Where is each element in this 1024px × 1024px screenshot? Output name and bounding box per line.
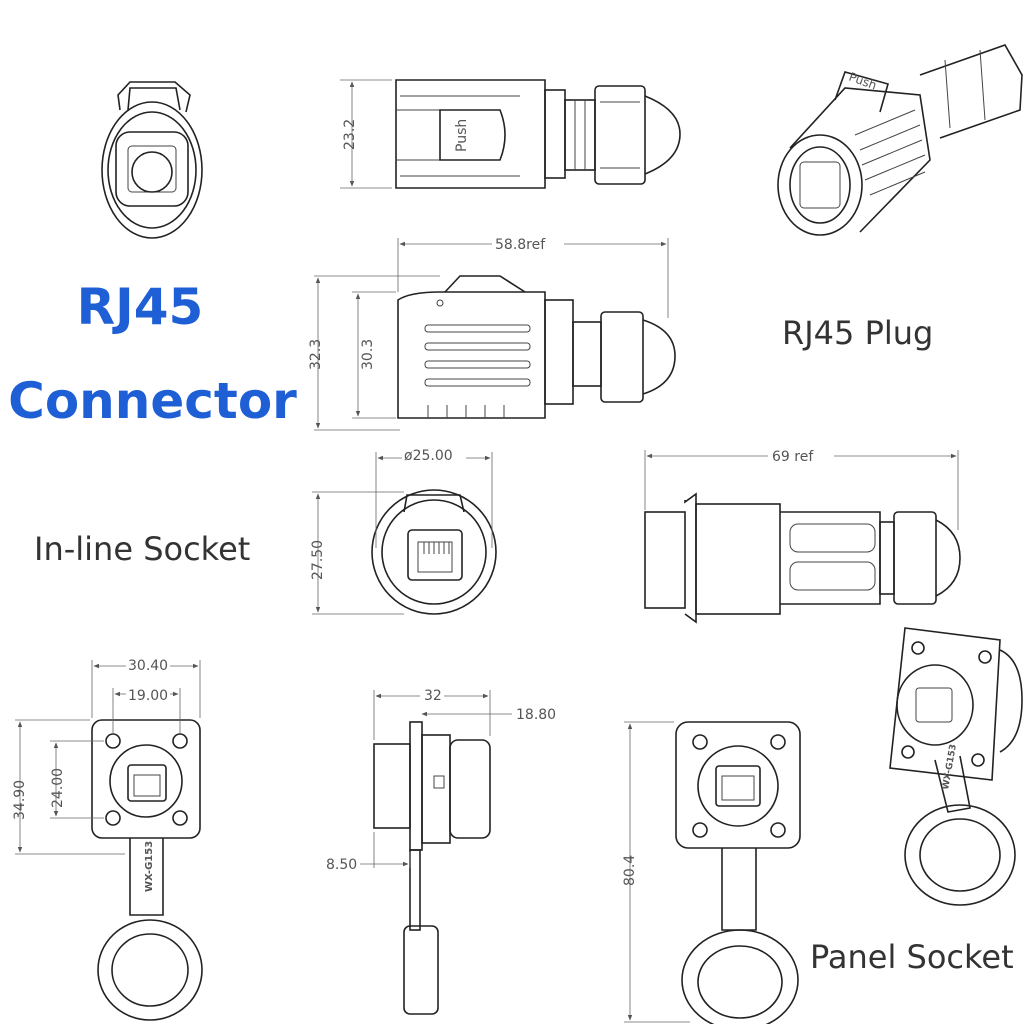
dim-panel-height: 34.90 — [12, 780, 28, 820]
caption-inline-socket: In-line Socket — [34, 530, 251, 568]
dim-panel-total-length: 80.4 — [622, 855, 638, 886]
dim-panel-hole-spacing-y: 24.00 — [50, 768, 66, 808]
caption-rj45-plug: RJ45 Plug — [782, 314, 934, 352]
panel-socket-side-view: 32 18.80 8.50 — [326, 686, 556, 1015]
model-label-front: WX-G153 — [144, 841, 155, 892]
plug-3d-view: Push — [777, 44, 1023, 236]
dim-panel-side-flange: 8.50 — [326, 857, 357, 873]
dim-plug-inner-height: 30.3 — [360, 339, 376, 370]
dim-plug-top-height: 23.2 — [342, 119, 358, 150]
title-line-2: Connector — [8, 372, 297, 430]
dim-panel-side-body: 18.80 — [516, 707, 556, 723]
plug-front-view — [101, 81, 203, 239]
panel-socket-front-large-view: 80.4 — [622, 721, 801, 1024]
dim-panel-side-length: 32 — [424, 688, 442, 704]
dim-inline-diameter: ø25.00 — [404, 448, 453, 464]
panel-socket-front-view: WX-G153 30.40 19.00 34.90 24.00 — [12, 656, 203, 1021]
caption-panel-socket: Panel Socket — [810, 938, 1014, 976]
title-line-1: RJ45 — [76, 278, 204, 336]
inline-socket-front-view: ø25.00 27.50 — [310, 446, 497, 615]
plug-top-view: Push 23.2 — [340, 79, 681, 189]
dim-inline-length: 69 ref — [772, 449, 814, 465]
dim-panel-width: 30.40 — [128, 658, 168, 674]
plug-side-view: 58.8ref 32.3 30.3 — [308, 234, 676, 431]
model-label-3d: WX-G153 — [941, 743, 959, 790]
panel-socket-3d-view: WX-G153 — [889, 627, 1023, 906]
dim-inline-height: 27.50 — [310, 540, 326, 580]
push-label-top: Push — [454, 119, 470, 152]
dim-panel-hole-spacing-x: 19.00 — [128, 688, 168, 704]
dim-plug-outer-height: 32.3 — [308, 339, 324, 370]
inline-socket-side-view: 69 ref — [644, 446, 961, 624]
dim-plug-length: 58.8ref — [495, 237, 546, 253]
